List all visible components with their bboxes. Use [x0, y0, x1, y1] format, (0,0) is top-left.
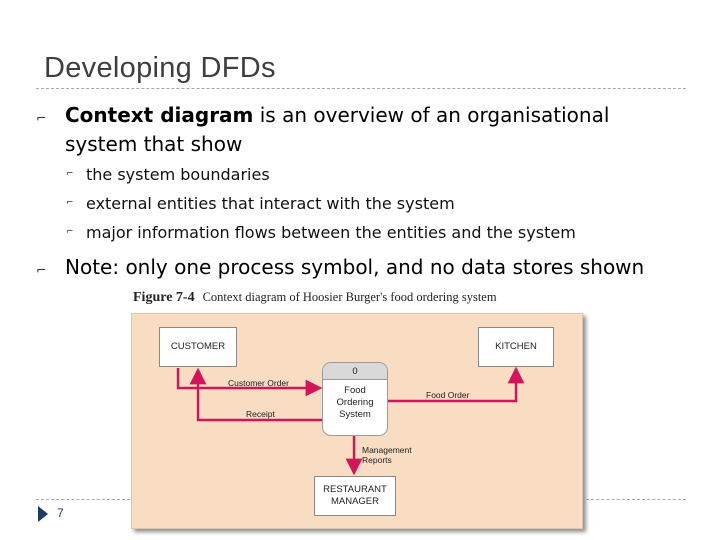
figure-caption: Figure 7-4 Context diagram of Hoosier Bur…	[133, 290, 497, 306]
management-label-line1: Management	[362, 445, 412, 455]
customer-order-label: Customer Order	[228, 378, 289, 388]
page-marker-icon	[38, 506, 48, 522]
bullet-icon: ⌐	[36, 111, 47, 125]
food-ordering-process: 0 Food Ordering System	[322, 362, 388, 436]
title-divider	[36, 88, 686, 89]
process-name-line1: Food	[344, 385, 366, 396]
customer-entity: CUSTOMER	[159, 327, 237, 367]
sub-bullet-icon: ⌐	[66, 169, 74, 179]
sub-bullet-information-flows: major information flows between the enti…	[86, 223, 576, 242]
sub-bullet-icon: ⌐	[66, 227, 74, 237]
figure-caption-text: Context diagram of Hoosier Burger's food…	[202, 290, 497, 304]
food-order-label: Food Order	[426, 390, 470, 400]
figure-label: Figure 7-4	[133, 290, 195, 305]
sub-bullet-icon: ⌐	[66, 198, 74, 208]
customer-order-arrow	[176, 368, 323, 397]
manager-label-line2: MANAGER	[330, 496, 380, 507]
bullet-context-diagram: Context diagram is an overview of an org…	[65, 101, 685, 159]
footer-divider-left	[36, 499, 130, 500]
process-name-line2: Ordering	[336, 397, 374, 408]
sub-bullet-boundaries: the system boundaries	[86, 165, 270, 184]
bullet-icon: ⌐	[36, 263, 47, 277]
process-name: Food Ordering System	[323, 380, 387, 421]
management-label-line2: Reports	[362, 455, 392, 465]
food-order-arrow	[387, 366, 525, 403]
context-diagram-definition: is an overview of an organisational syst…	[65, 103, 610, 156]
receipt-arrow	[189, 367, 322, 422]
page-number: 7	[57, 506, 64, 520]
footer-divider-right	[586, 499, 686, 500]
kitchen-entity: KITCHEN	[478, 327, 554, 367]
receipt-label: Receipt	[246, 409, 275, 419]
process-name-line3: System	[339, 409, 371, 420]
manager-label-line1: RESTAURANT	[323, 484, 387, 495]
bullet-note: Note: only one process symbol, and no da…	[65, 255, 645, 279]
slide-title: Developing DFDs	[44, 52, 276, 84]
context-diagram-term: Context diagram	[65, 103, 254, 127]
management-reports-label: Management Reports	[362, 445, 412, 465]
restaurant-manager-entity: RESTAURANT MANAGER	[314, 476, 396, 516]
sub-bullet-external-entities: external entities that interact with the…	[86, 194, 455, 213]
process-number: 0	[323, 363, 387, 380]
